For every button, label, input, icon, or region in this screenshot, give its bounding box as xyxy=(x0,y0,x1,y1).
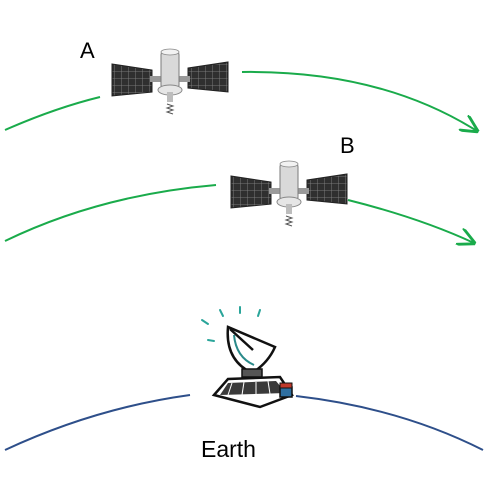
orbit-a xyxy=(4,70,477,131)
ground-station-dish-icon xyxy=(201,306,294,409)
earth-label: Earth xyxy=(201,436,256,462)
satellite-a-label: A xyxy=(80,38,95,63)
earth-surface xyxy=(4,394,484,451)
satellite-b-icon xyxy=(230,160,348,227)
orbit-b xyxy=(4,184,474,243)
satellite-a-icon xyxy=(111,48,229,115)
satellite-b-label: B xyxy=(340,133,355,158)
